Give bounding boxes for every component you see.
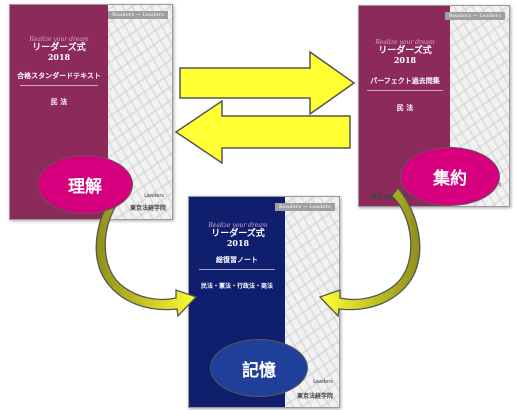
- textbook-brand-script: Realize your dream: [29, 36, 89, 43]
- textbook-brand: Realize your dream リーダーズ式 2018: [16, 36, 102, 63]
- review-notes-series-mark: Readers → Leaders: [275, 203, 335, 211]
- textbook-brand-main: リーダーズ式: [32, 42, 86, 53]
- review-notes-brand: Realize your dream リーダーズ式 2018: [195, 222, 281, 249]
- past-exams-subject: 民 法: [396, 104, 414, 112]
- review-notes-publisher-small: Leaders: [313, 379, 333, 385]
- review-notes-subject: 民法・憲法・行政法・商法: [200, 283, 273, 290]
- arrow-right-icon: [179, 50, 356, 116]
- textbook-publisher-small: Leaders: [144, 193, 164, 199]
- textbook-series-mark: Readers → Leaders: [108, 11, 168, 19]
- review-notes-brand-main: リーダーズ式: [211, 228, 265, 239]
- textbook-rule: [20, 85, 98, 86]
- memorize-label: 記憶: [242, 360, 276, 381]
- arrow-left-icon: [174, 99, 351, 165]
- past-exams-rule: [367, 90, 443, 91]
- past-exams-brand-year: 2018: [393, 55, 417, 66]
- curved-arrow-right-icon: [318, 186, 421, 318]
- past-exams-publisher-logo: 東京法経学院: [371, 194, 408, 201]
- textbook-title: 合格スタンダードテキスト: [17, 72, 101, 80]
- memorize-oval: 記憶: [210, 339, 308, 397]
- past-exams-brand: Realize your dream リーダーズ式 2018: [363, 39, 447, 66]
- curved-arrow-left-icon: [95, 186, 198, 318]
- past-exams-series-mark: Readers → Leaders: [445, 12, 505, 20]
- textbook-publisher-logo: 東京法経学院: [129, 205, 166, 212]
- textbook-brand-year: 2018: [47, 52, 71, 63]
- past-exams-brand-main: リーダーズ式: [378, 45, 432, 56]
- consolidate-oval: 集約: [400, 147, 500, 206]
- review-notes-rule: [199, 269, 275, 270]
- consolidate-label: 集約: [433, 169, 467, 189]
- review-notes-brand-script: Realize your dream: [208, 222, 268, 229]
- review-notes-title: 総復習ノート: [216, 256, 258, 264]
- understand-label: 理解: [68, 177, 102, 197]
- understand-oval: 理解: [37, 155, 133, 214]
- review-notes-brand-year: 2018: [226, 238, 250, 249]
- past-exams-title: パーフェクト過去問集: [370, 77, 440, 85]
- review-notes-publisher-logo: 東京法経学院: [296, 393, 333, 400]
- past-exams-brand-script: Realize your dream: [375, 39, 435, 46]
- textbook-subject: 民 法: [50, 98, 68, 106]
